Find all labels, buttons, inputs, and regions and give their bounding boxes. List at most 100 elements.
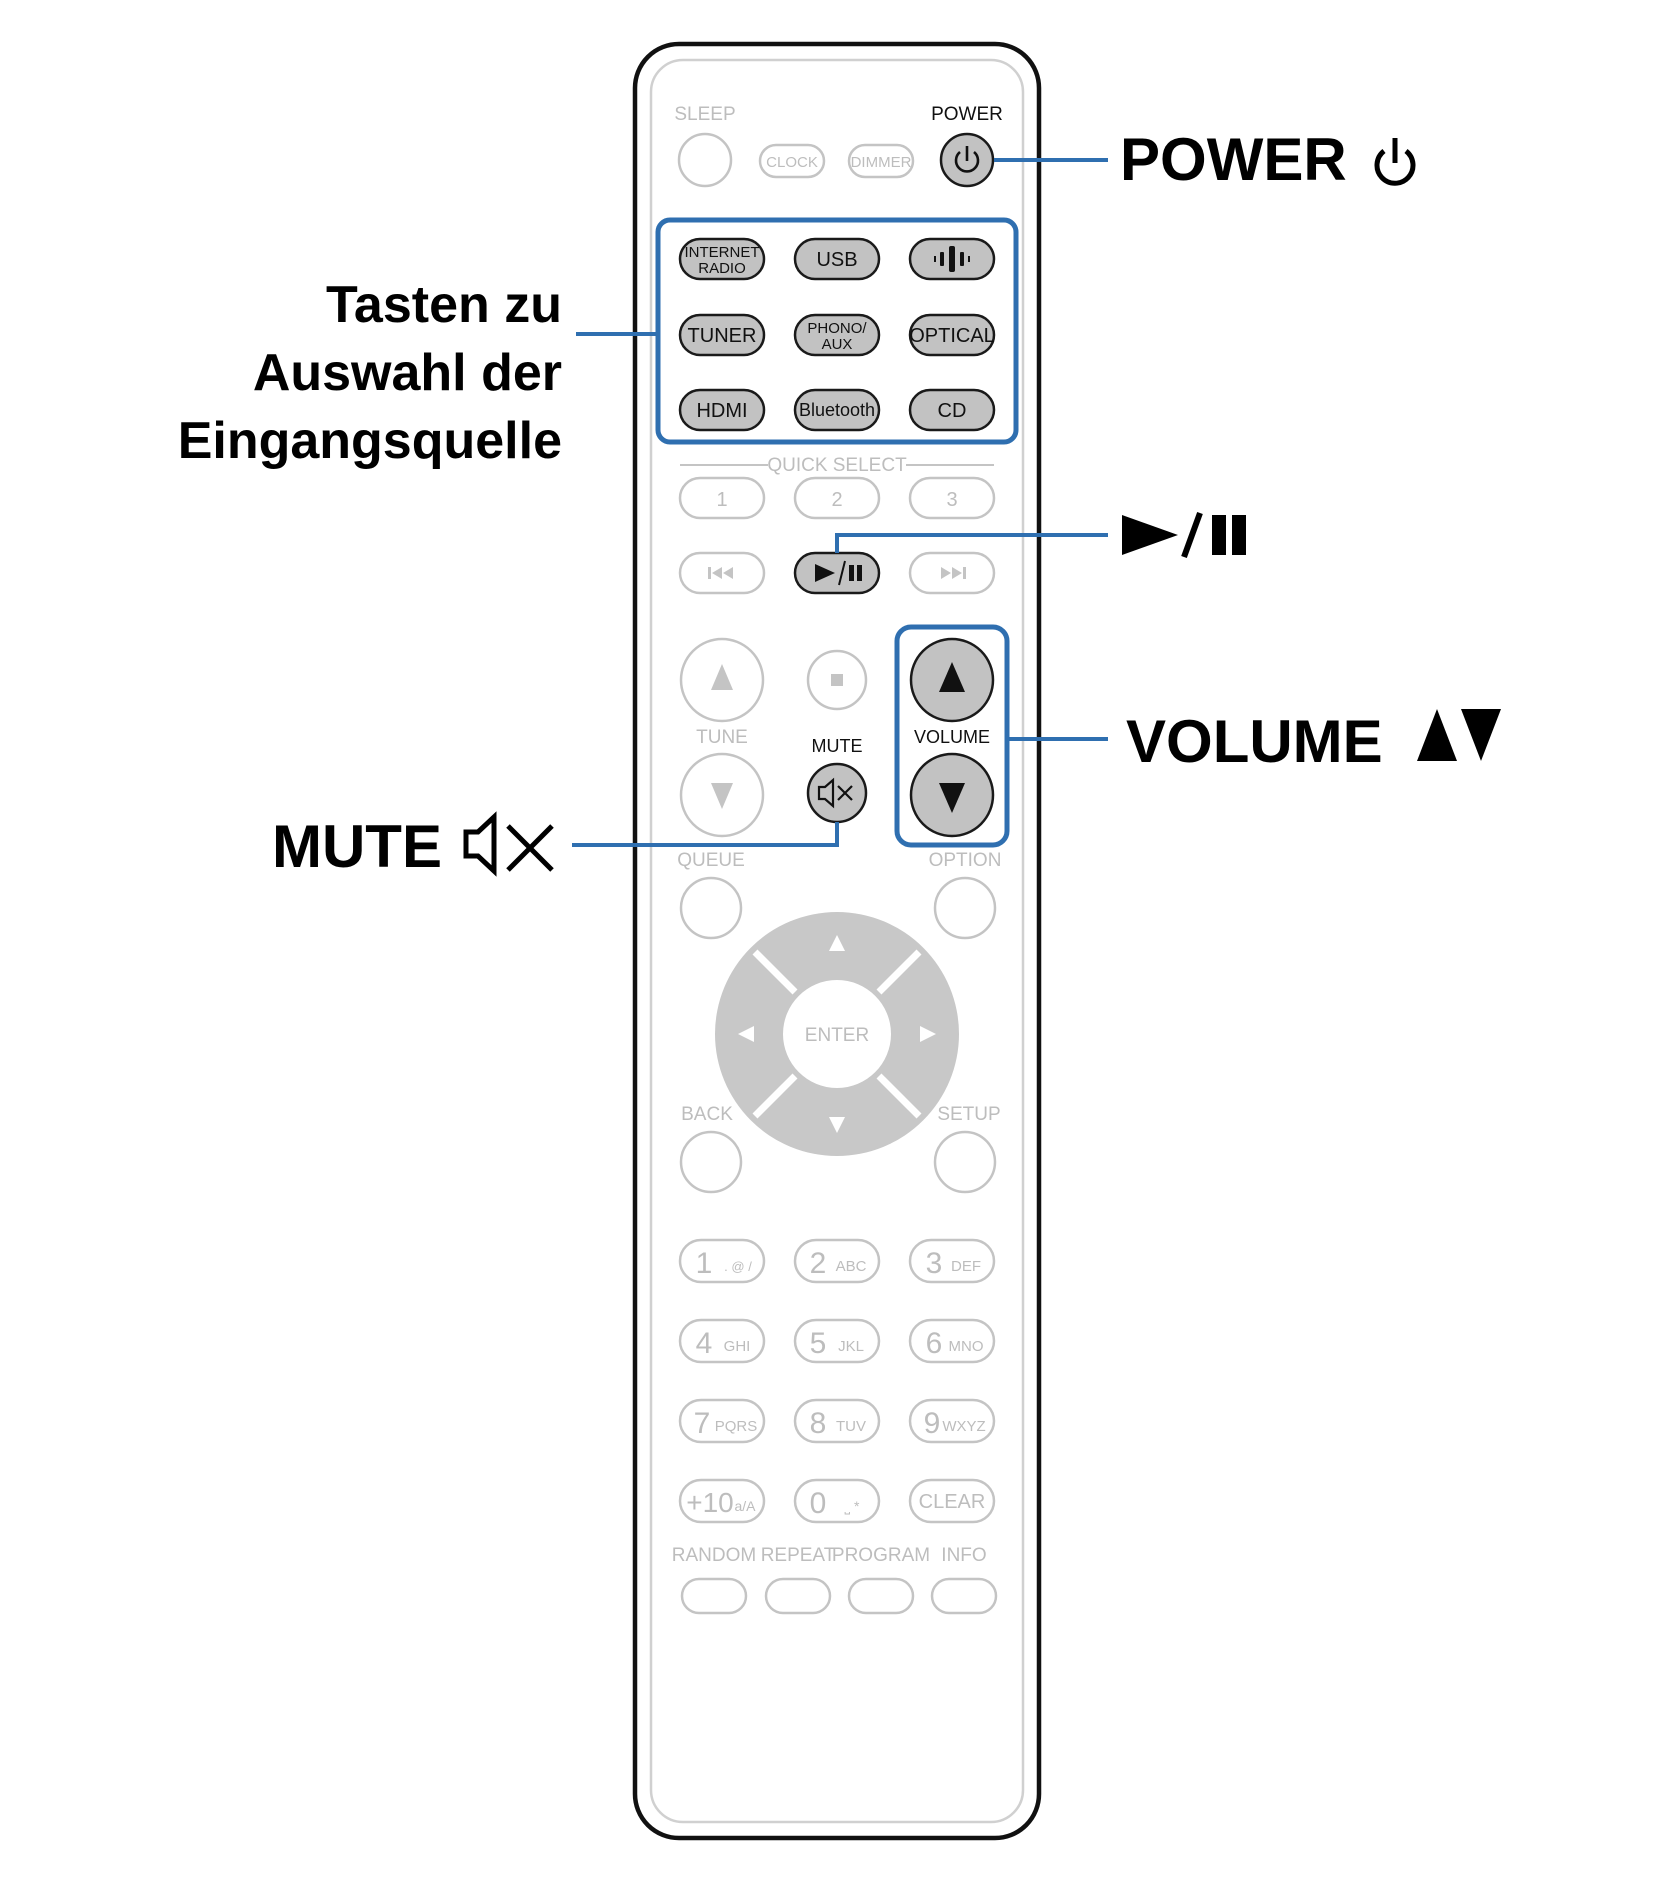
tune-up-icon	[711, 664, 733, 690]
key-0-sub: ⎵ *	[845, 1498, 860, 1515]
optical-button[interactable]	[908, 313, 996, 357]
play-pause-leader	[835, 533, 1108, 553]
key-7-digit: 7	[694, 1407, 711, 1440]
clear-label: CLEAR	[919, 1491, 986, 1513]
quick-select-label: QUICK SELECT	[767, 455, 907, 476]
key-5-sub: JKL	[838, 1338, 864, 1355]
quick-select-1-label: 1	[716, 489, 727, 511]
power-callout-icon	[1374, 138, 1416, 186]
info-label: INFO	[941, 1545, 986, 1566]
repeat-label: REPEAT	[761, 1545, 836, 1566]
nav-right-icon	[920, 1026, 936, 1042]
dimmer-button[interactable]	[847, 143, 915, 179]
key-6-digit: 6	[926, 1327, 943, 1360]
internet-radio-button[interactable]	[678, 237, 766, 281]
key-7-sub: PQRS	[715, 1418, 758, 1435]
key-2-sub: ABC	[836, 1258, 867, 1275]
optical-label: OPTICAL	[909, 325, 995, 347]
keypad: 1 . @ / 2 ABC 3 DEF 4 GHI 5 JKL 6 MNO 7 …	[678, 1238, 996, 1524]
play-pause-icon	[815, 560, 862, 586]
key-plus10-button[interactable]	[678, 1478, 766, 1524]
random-label: RANDOM	[672, 1545, 756, 1566]
next-icon	[941, 567, 966, 579]
power-label: POWER	[931, 104, 1003, 125]
usb-button[interactable]	[793, 237, 881, 281]
key-4-button[interactable]	[678, 1318, 766, 1364]
nav-up-icon	[829, 935, 845, 951]
hdmi-button[interactable]	[678, 388, 766, 432]
power-callout: POWER	[1120, 126, 1347, 193]
phono-aux-button[interactable]	[793, 313, 881, 357]
phono-label-1: PHONO/	[807, 320, 867, 337]
tuner-label: TUNER	[688, 325, 757, 347]
hdmi-label: HDMI	[696, 400, 747, 422]
back-button[interactable]	[679, 1130, 743, 1194]
key-6-sub: MNO	[949, 1338, 984, 1355]
nav-down-icon	[829, 1117, 845, 1133]
key-3-sub: DEF	[951, 1258, 981, 1275]
queue-button[interactable]	[679, 876, 743, 940]
key-4-digit: 4	[696, 1327, 713, 1360]
cd-label: CD	[938, 400, 967, 422]
nav-ring-dividers	[752, 949, 922, 1119]
stop-icon	[831, 674, 843, 686]
volume-down-icon	[939, 783, 965, 813]
key-9-button[interactable]	[908, 1398, 996, 1444]
clear-button[interactable]	[908, 1478, 996, 1524]
mute-icon	[817, 777, 853, 809]
mute-callout: MUTE	[272, 813, 442, 880]
key-1-digit: 1	[696, 1247, 713, 1280]
dimmer-label: DIMMER	[851, 154, 912, 171]
setup-button[interactable]	[933, 1130, 997, 1194]
input-buttons-highlight	[655, 217, 1019, 445]
key-2-button[interactable]	[793, 1238, 881, 1284]
cd-button[interactable]	[908, 388, 996, 432]
mute-leader	[572, 822, 839, 847]
program-label: PROGRAM	[832, 1545, 930, 1566]
program-button[interactable]	[847, 1577, 915, 1615]
sleep-label: SLEEP	[674, 104, 735, 125]
heos-icon	[934, 246, 970, 272]
key-3-button[interactable]	[908, 1238, 996, 1284]
info-button[interactable]	[930, 1577, 998, 1615]
key-0-button[interactable]	[793, 1478, 881, 1524]
power-icon	[954, 146, 980, 173]
mute-label: MUTE	[812, 736, 863, 756]
tuner-button[interactable]	[678, 313, 766, 357]
internet-radio-label-1: INTERNET	[685, 244, 760, 261]
clock-button[interactable]	[758, 143, 826, 179]
quick-select-3-label: 3	[946, 489, 957, 511]
key-5-button[interactable]	[793, 1318, 881, 1364]
random-button[interactable]	[680, 1577, 748, 1615]
bluetooth-button[interactable]	[793, 388, 881, 432]
setup-label: SETUP	[937, 1104, 1000, 1125]
play-pause-button[interactable]	[793, 551, 881, 595]
key-7-button[interactable]	[678, 1398, 766, 1444]
quick-select-3-button[interactable]	[908, 476, 996, 520]
key-plus10-sub: a/A	[734, 1498, 756, 1514]
queue-label: QUEUE	[677, 850, 745, 871]
mute-callout-icon	[463, 811, 554, 877]
tune-label: TUNE	[696, 727, 748, 748]
volume-label: VOLUME	[914, 727, 990, 747]
repeat-button[interactable]	[764, 1577, 832, 1615]
key-1-button[interactable]	[678, 1238, 766, 1284]
tune-down-icon	[711, 783, 733, 809]
quick-select-2-button[interactable]	[793, 476, 881, 520]
mute-button[interactable]	[806, 762, 868, 824]
key-6-button[interactable]	[908, 1318, 996, 1364]
key-8-button[interactable]	[793, 1398, 881, 1444]
key-0-digit: 0	[810, 1487, 827, 1520]
input-callout-line-1: Tasten zu	[326, 276, 562, 334]
sleep-button[interactable]	[677, 132, 733, 188]
option-button[interactable]	[933, 876, 997, 940]
quick-select-1-button[interactable]	[678, 476, 766, 520]
play-pause-callout	[1122, 511, 1246, 559]
enter-button[interactable]	[783, 980, 891, 1088]
key-1-sub: . @ /	[724, 1259, 752, 1274]
volume-buttons-highlight	[894, 624, 1010, 848]
key-9-sub: WXYZ	[942, 1418, 985, 1435]
key-4-sub: GHI	[724, 1338, 751, 1355]
key-8-sub: TUV	[836, 1418, 866, 1435]
key-8-digit: 8	[810, 1407, 827, 1440]
